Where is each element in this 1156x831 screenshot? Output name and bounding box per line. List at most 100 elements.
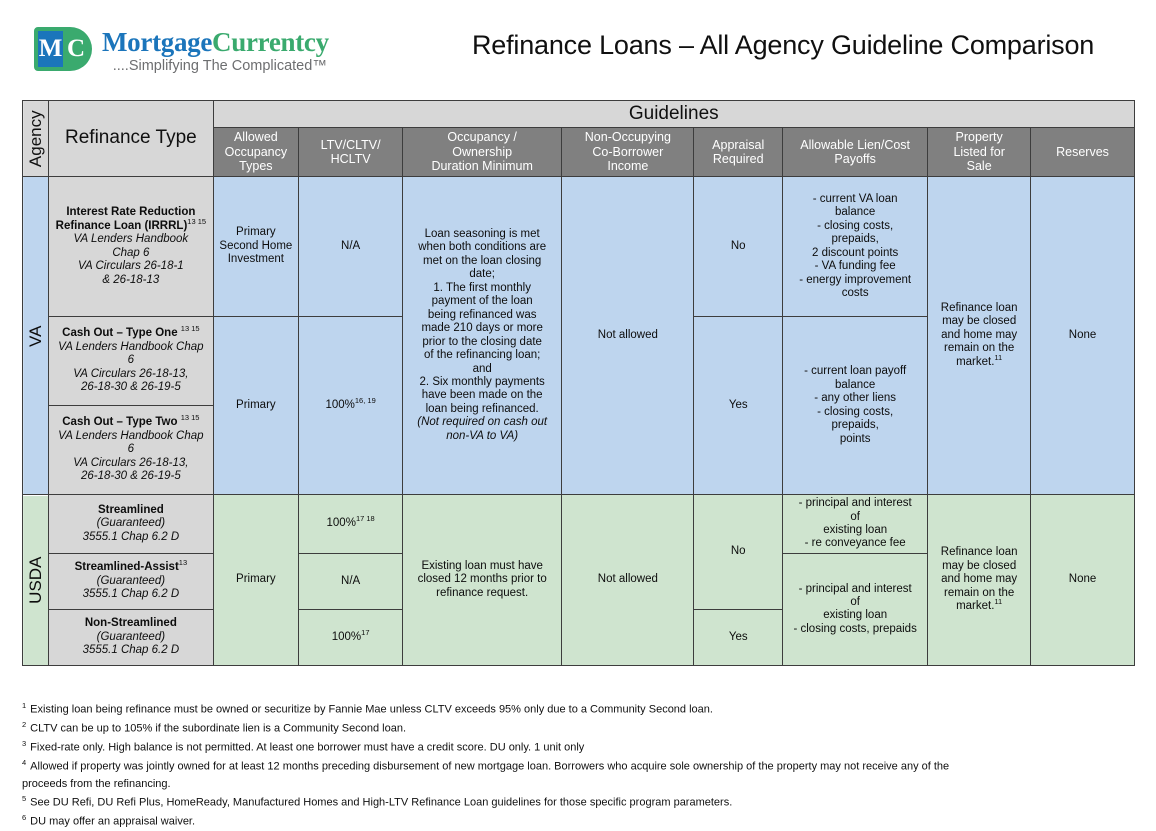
duration-line: date; xyxy=(469,268,495,281)
hdr-line: Property xyxy=(955,130,1003,145)
payoff-line: existing loan xyxy=(823,524,888,536)
payoff-line: of xyxy=(850,595,860,608)
duration-note-line: (Not required on cash out xyxy=(417,416,548,429)
listed-line: Refinance loan xyxy=(940,301,1018,314)
type-ref-line: VA Lenders Handbook Chap xyxy=(58,429,204,442)
hdr-line: Listed for xyxy=(953,144,1005,159)
hdr-line: Required xyxy=(712,152,764,167)
duration-line: when both conditions are xyxy=(418,241,547,254)
usda-ltv-streamlined: 100%17 18 xyxy=(298,494,404,554)
duration-line: have been made on the xyxy=(421,389,543,402)
logo-word-currentcy: Currentcy xyxy=(212,27,329,57)
col-header-appraisal-required: Appraisal Required xyxy=(693,127,784,178)
ltv-footnote-ref: 16, 19 xyxy=(354,396,376,406)
hdr-line: Income xyxy=(607,159,649,174)
type-title: Cash Out – Type Two xyxy=(62,416,178,429)
payoff-line: points xyxy=(839,432,871,445)
duration-line: made 210 days or more xyxy=(421,322,543,335)
duration-line: refinance request. xyxy=(436,586,529,599)
hdr-line: Allowable Lien/Cost xyxy=(800,137,911,152)
usda-appraisal-yes: Yes xyxy=(693,608,784,666)
type-footnote-ref: 13 15 xyxy=(187,216,207,226)
va-appraisal-cashout: Yes xyxy=(693,316,784,496)
type-ref-line: VA Lenders Handbook xyxy=(73,233,189,246)
type-ref-line: VA Circulars 26-18-13, xyxy=(73,456,189,469)
va-property-listed-for-sale: Refinance loan may be closed and home ma… xyxy=(927,176,1032,496)
occupancy-line: Second Home xyxy=(219,239,293,252)
type-ref-line: Chap 6 xyxy=(112,246,150,259)
va-occupancy-cashout: Primary xyxy=(212,316,300,496)
col-header-guidelines: Guidelines xyxy=(212,99,1136,129)
type-ref-line: 6 xyxy=(127,354,135,367)
listed-footnote-ref: 11 xyxy=(994,597,1003,607)
table-header-row: Allowed Occupancy Types LTV/CLTV/ HCLTV … xyxy=(23,127,1135,178)
ltv-value: 100% xyxy=(325,398,355,411)
usda-non-occupying-income: Not allowed xyxy=(561,494,695,666)
listed-line: and home may xyxy=(941,328,1018,341)
listed-line: market. xyxy=(956,355,995,368)
footnote-number: 4 xyxy=(22,757,27,767)
table-row: Streamlined-Assist13 (Guaranteed) 3555.1… xyxy=(23,552,1135,666)
va-payoffs-irrrl: - current VA loan balance - closing cost… xyxy=(782,176,929,318)
payoff-line: - re conveyance fee xyxy=(804,537,906,550)
usda-ltv-non-streamlined: 100%17 xyxy=(298,608,404,666)
footnote-number: 6 xyxy=(22,812,27,822)
va-reserves: None xyxy=(1030,176,1135,496)
duration-line: and xyxy=(472,362,492,375)
payoff-line: costs xyxy=(841,286,869,299)
logo-badge-blue-half xyxy=(38,31,63,67)
payoff-line: - current VA loan xyxy=(812,192,898,205)
type-ref-line: (Guaranteed) xyxy=(96,574,166,587)
table-row: VA Interest Rate Reduction Refinance Loa… xyxy=(22,176,1135,496)
footnote-number: 1 xyxy=(22,701,27,710)
col-header-agency: Agency xyxy=(22,100,49,177)
va-ltv-irrrl: N/A xyxy=(298,176,404,318)
refinance-type-irrrl: Interest Rate Reduction Refinance Loan (… xyxy=(48,176,214,318)
table-row: Cash Out – Type One 13 15 VA Lenders Han… xyxy=(23,316,1135,496)
type-ref-line: (Guaranteed) xyxy=(96,630,166,643)
footnote-4-continued: proceeds from the refinancing. xyxy=(22,777,171,790)
footnote-text: See DU Refi, DU Refi Plus, HomeReady, Ma… xyxy=(30,796,733,809)
ltv-value: 100% xyxy=(326,517,356,530)
listed-line: Refinance loan xyxy=(940,546,1018,559)
type-ref-line: VA Lenders Handbook Chap xyxy=(58,340,204,353)
ltv-footnote-ref: 17 xyxy=(361,627,370,637)
type-ref-line: 26-18-30 & 26-19-5 xyxy=(80,470,181,483)
guideline-comparison-table: Agency Refinance Type Guidelines Allowed… xyxy=(22,99,1136,666)
footnote-text: Existing loan being refinance must be ow… xyxy=(30,703,713,716)
footnote-text: DU may offer an appraisal waiver. xyxy=(30,815,196,828)
type-ref-line: 3555.1 Chap 6.2 D xyxy=(82,644,180,657)
payoff-line: - any other liens xyxy=(814,392,897,405)
occupancy-line: Investment xyxy=(227,253,284,266)
usda-ltv-assist: N/A xyxy=(298,552,404,610)
duration-line: 2. Six monthly payments xyxy=(419,375,545,388)
type-ref-line: 3555.1 Chap 6.2 D xyxy=(82,588,180,601)
payoff-line: - closing costs, prepaids xyxy=(793,622,917,635)
logo-letter-m: M xyxy=(38,35,63,62)
type-ref-line: 6 xyxy=(127,443,135,456)
logo-tagline: ....Simplifying The Complicated™ xyxy=(112,58,327,74)
usda-property-listed-for-sale: Refinance loan may be closed and home ma… xyxy=(927,494,1032,666)
type-title: Cash Out – Type One xyxy=(62,327,178,340)
logo-name: MortgageCurrentcy xyxy=(102,29,329,56)
payoff-line: - energy improvement xyxy=(799,273,912,286)
brand-logo: M C MortgageCurrentcy ....Simplifying Th… xyxy=(34,27,329,74)
type-ref-line: VA Circulars 26-18-13, xyxy=(73,367,189,380)
va-payoffs-cashout: - current loan payoff balance - any othe… xyxy=(782,316,929,496)
table-row: USDA Streamlined (Guaranteed) 3555.1 Cha… xyxy=(22,494,1135,666)
hdr-line: Occupancy / xyxy=(447,130,517,145)
listed-line: remain on the xyxy=(943,586,1015,599)
hdr-line: Types xyxy=(239,159,273,174)
payoff-line: balance xyxy=(835,378,876,391)
type-title: Non-Streamlined xyxy=(84,617,177,630)
va-occupancy-irrrl: Primary Second Home Investment xyxy=(212,176,300,318)
refinance-type-cash-out-two: Cash Out – Type Two 13 15 VA Lenders Han… xyxy=(48,405,214,496)
payoff-line: - closing costs, xyxy=(817,219,894,232)
duration-note-line: non-VA to VA) xyxy=(446,429,519,442)
refinance-type-cash-out-one: Cash Out – Type One 13 15 VA Lenders Han… xyxy=(48,316,214,407)
listed-line: market. xyxy=(956,600,995,613)
logo-badge-icon: M C xyxy=(34,27,92,71)
